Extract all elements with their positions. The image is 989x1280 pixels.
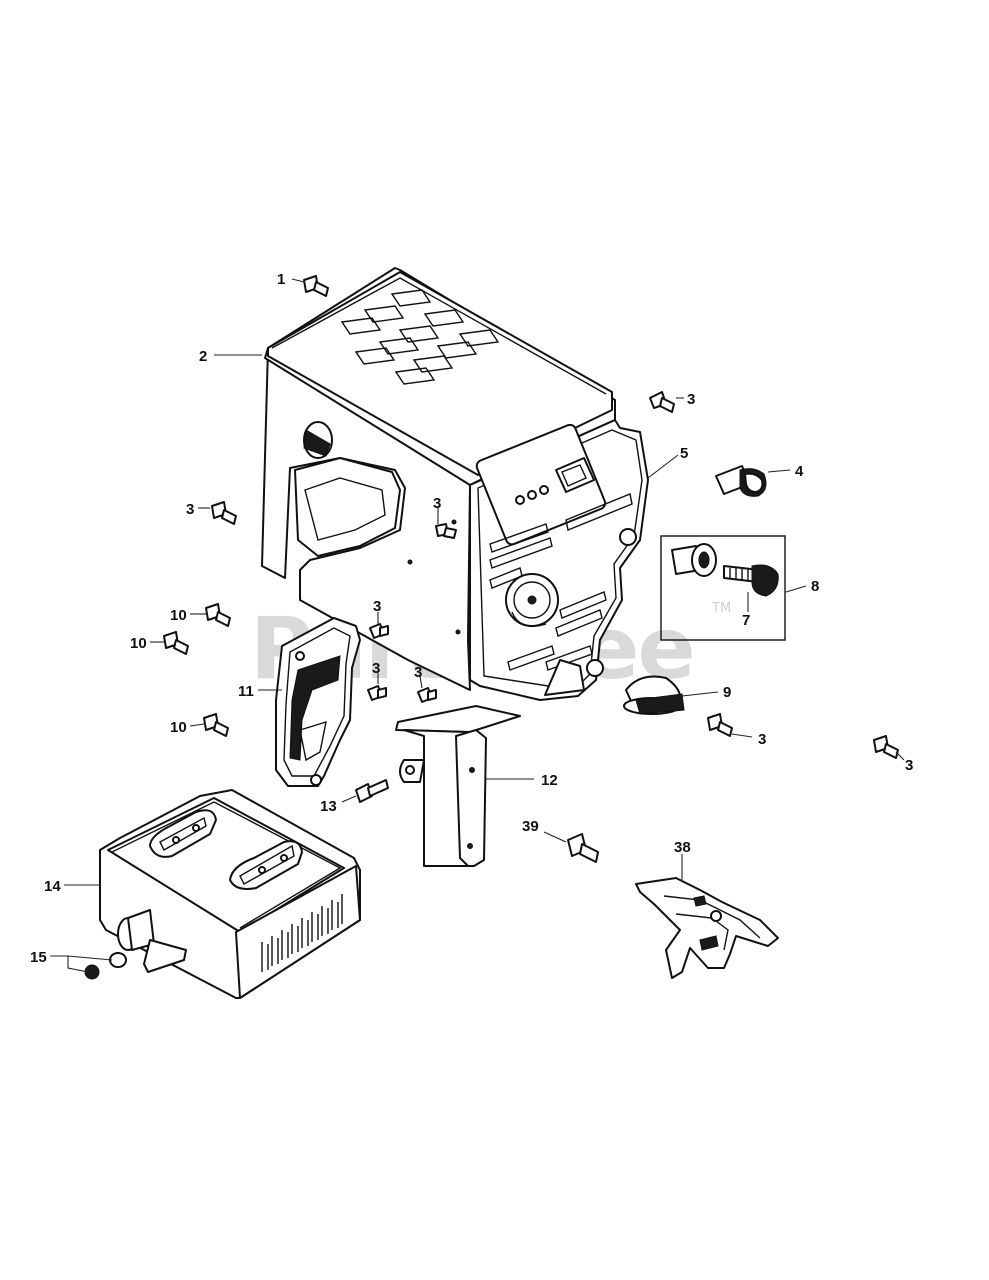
part-14-muffler[interactable] bbox=[99, 789, 361, 999]
part-38-mount-bracket[interactable] bbox=[635, 877, 779, 979]
callout-13: 13 bbox=[320, 798, 337, 815]
callout-14: 14 bbox=[44, 878, 61, 895]
callout-2: 2 bbox=[199, 348, 207, 365]
callout-3: 3 bbox=[414, 664, 422, 681]
callout-3: 3 bbox=[758, 731, 766, 748]
bolt-10c[interactable] bbox=[203, 713, 229, 737]
callout-38: 38 bbox=[674, 839, 691, 856]
bolt-1[interactable] bbox=[303, 275, 329, 297]
part-15-nuts[interactable] bbox=[84, 952, 127, 980]
callout-5: 5 bbox=[680, 445, 688, 462]
callout-8: 8 bbox=[811, 578, 819, 595]
callout-3: 3 bbox=[372, 660, 380, 677]
bolt-3g[interactable] bbox=[707, 713, 733, 737]
part-9-knob[interactable] bbox=[623, 675, 685, 715]
part-5-control-panel[interactable] bbox=[469, 419, 649, 701]
callout-10: 10 bbox=[170, 607, 187, 624]
bolt-3a[interactable] bbox=[649, 391, 675, 413]
callout-3: 3 bbox=[186, 501, 194, 518]
callout-3: 3 bbox=[905, 757, 913, 774]
callout-1: 1 bbox=[277, 271, 285, 288]
callout-3: 3 bbox=[687, 391, 695, 408]
watermark-trademark: TM bbox=[711, 601, 731, 616]
bolt-3h[interactable] bbox=[873, 735, 899, 759]
callout-12: 12 bbox=[541, 772, 558, 789]
bolt-10a[interactable] bbox=[205, 603, 231, 627]
bolt-3e[interactable] bbox=[367, 685, 387, 701]
part-11-heat-shield[interactable] bbox=[275, 617, 361, 787]
leader-lines bbox=[50, 278, 905, 973]
bolt-3d[interactable] bbox=[369, 623, 389, 639]
callout-7: 7 bbox=[742, 612, 750, 629]
callout-4: 4 bbox=[795, 463, 804, 480]
part-8-ignition-kit[interactable] bbox=[660, 535, 786, 641]
callout-39: 39 bbox=[522, 818, 539, 835]
bolt-3f[interactable] bbox=[417, 687, 437, 703]
callout-15: 15 bbox=[30, 949, 47, 966]
part-12-bracket[interactable] bbox=[395, 705, 521, 867]
bolt-39[interactable] bbox=[567, 833, 599, 863]
callout-3: 3 bbox=[373, 598, 381, 615]
callout-10: 10 bbox=[130, 635, 147, 652]
bolt-3b[interactable] bbox=[211, 501, 237, 525]
bolt-10b[interactable] bbox=[163, 631, 189, 655]
callout-3: 3 bbox=[433, 495, 441, 512]
bolt-13[interactable] bbox=[355, 779, 389, 803]
callout-10: 10 bbox=[170, 719, 187, 736]
callout-11: 11 bbox=[238, 683, 254, 700]
part-4-key[interactable] bbox=[715, 465, 767, 497]
callout-9: 9 bbox=[723, 684, 731, 701]
bolt-3c[interactable] bbox=[435, 523, 457, 539]
part-2-shroud[interactable] bbox=[261, 267, 616, 691]
